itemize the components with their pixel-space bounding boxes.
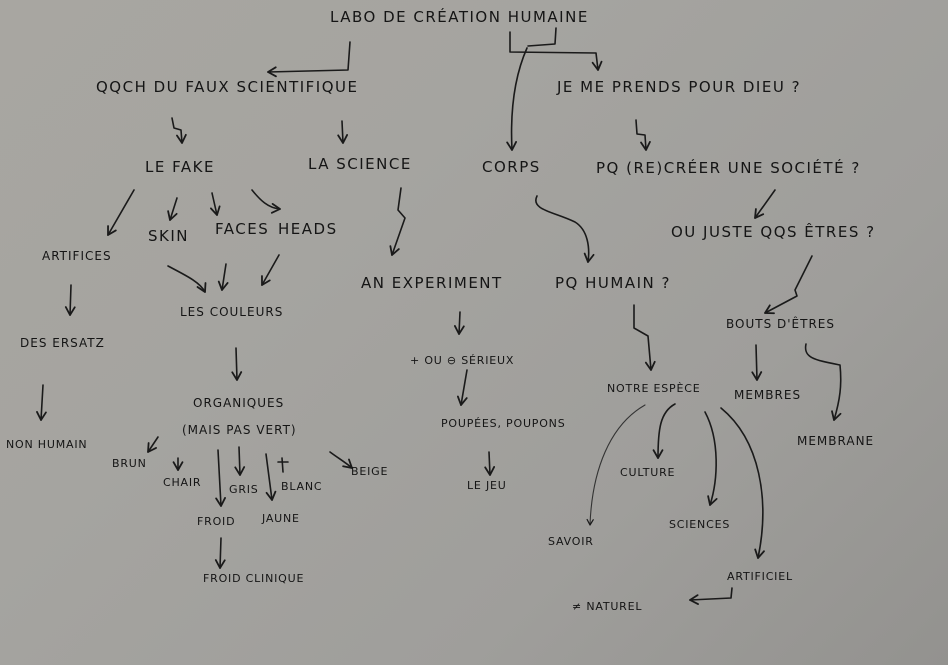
node-artifices: ARTIFICES (42, 249, 112, 263)
node-poupees-poupons: POUPÉES, POUPONS (441, 417, 566, 430)
node-mais-pas-vert: (MAIS PAS VERT) (182, 423, 297, 437)
node-root-title: LABO DE CRÉATION HUMAINE (330, 8, 589, 26)
node-froid-clinique: FROID CLINIQUE (203, 572, 305, 585)
node-culture: CULTURE (620, 466, 676, 479)
node-je-me-prends-pour-dieu: JE ME PRENDS POUR DIEU ? (557, 78, 802, 96)
node-jaune: JAUNE (262, 512, 300, 525)
node-ou-juste-qqs-etres: OU JUSTE QQS ÊTRES ? (671, 223, 876, 241)
node-la-science: LA SCIENCE (308, 155, 412, 173)
node-plus-ou-moins-serieux: + OU ⊖ SÉRIEUX (410, 354, 515, 367)
node-an-experiment: AN EXPERIMENT (361, 274, 503, 292)
node-corps: CORPS (482, 158, 541, 176)
node-skin: SKIN (148, 227, 190, 245)
node-sciences: SCIENCES (669, 518, 731, 531)
node-savoir: SAVOIR (548, 535, 594, 548)
node-le-jeu: LE JEU (467, 479, 507, 492)
node-pq-humain: PQ HUMAIN ? (555, 274, 671, 292)
node-des-ersatz: DES ERSATZ (20, 336, 105, 350)
node-faces: FACES (215, 220, 270, 238)
node-le-fake: LE FAKE (145, 158, 215, 176)
node-membres: MEMBRES (734, 388, 802, 402)
node-non-humain: NON HUMAIN (6, 438, 88, 451)
node-blanc: BLANC (281, 480, 323, 493)
node-organiques: ORGANIQUES (193, 396, 285, 410)
node-notre-espece: NOTRE ESPÈCE (607, 382, 701, 395)
node-brun: BRUN (112, 457, 147, 470)
node-membrane: MEMBRANE (797, 434, 875, 448)
node-beige: BEIGE (351, 465, 389, 478)
node-les-couleurs: LES COULEURS (180, 305, 284, 319)
node-heads: HEADS (278, 220, 338, 238)
node-bouts-detres: BOUTS D'ÊTRES (726, 317, 835, 331)
node-artificiel: ARTIFICIEL (727, 570, 793, 583)
node-froid: FROID (197, 515, 236, 528)
node-different-naturel: ≠ NATUREL (572, 600, 643, 613)
node-qqch-faux-scientifique: QQCH DU FAUX SCIENTIFIQUE (96, 78, 359, 96)
node-chair: CHAIR (163, 476, 202, 489)
node-gris: GRIS (229, 483, 259, 496)
node-pq-recreer-societe: PQ (RE)CRÉER UNE SOCIÉTÉ ? (596, 159, 861, 177)
